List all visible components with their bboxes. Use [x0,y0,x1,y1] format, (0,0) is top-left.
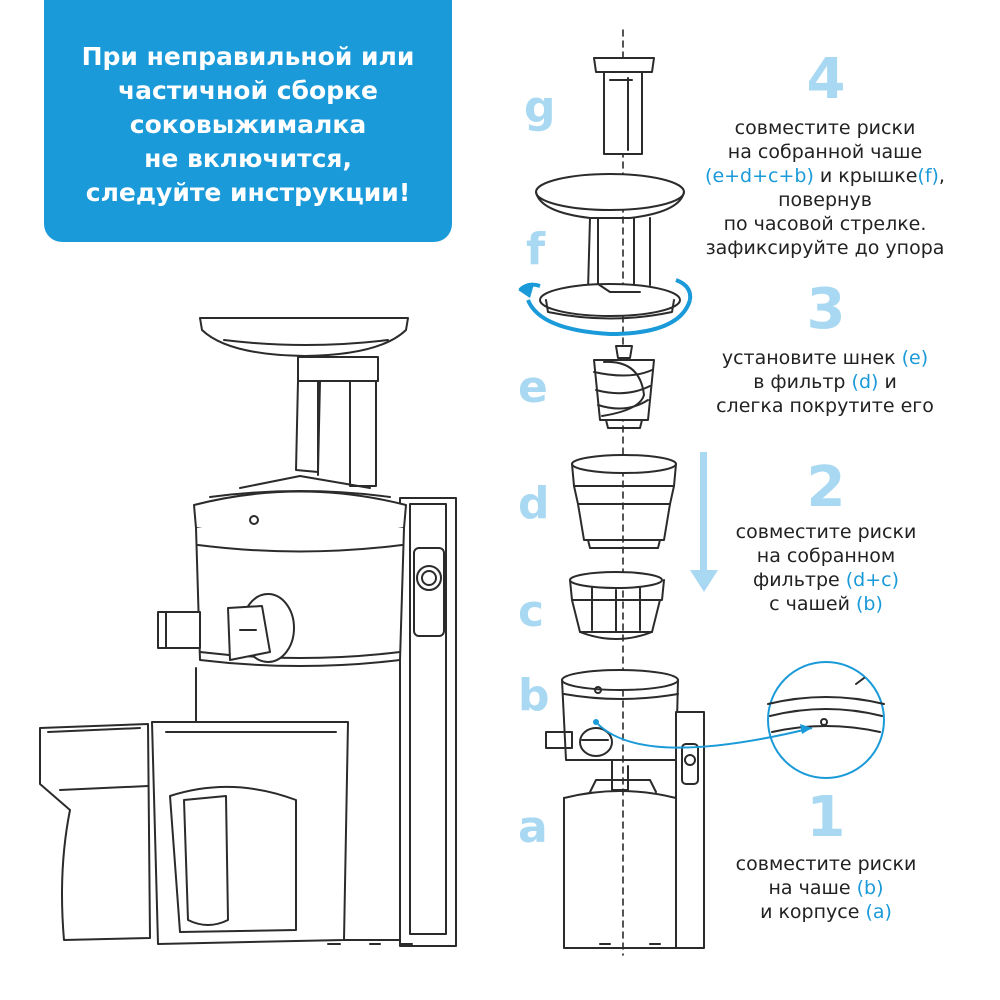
step-1-part-bowl: (b) [856,877,884,899]
detail-magnifier [767,661,885,779]
part-label-f: f [526,224,546,275]
step-2-line-2: на собранном [756,545,896,567]
warning-line-2: частичной сборке [118,76,378,105]
part-b-bowl [545,669,679,791]
warning-line-4: не включится, [144,144,352,173]
part-e-auger [593,345,655,429]
step-3-number: 3 [806,277,846,342]
step-1-on-bowl: на чаше [768,877,857,899]
warning-line-3: соковыжималка [129,110,367,139]
part-g-pusher [593,57,655,155]
warning-banner: При неправильной или частичной сборке со… [44,0,452,242]
warning-line-5: следуйте инструкции! [85,178,411,207]
step-3-line-3: слегка покрутите его [716,395,934,417]
part-label-a: a [518,802,548,853]
step-1-line-1: совместите риски [735,853,917,875]
step-2-number: 2 [806,455,846,520]
step-4-line-4: повернув [778,189,872,211]
step-3-text: установите шнек (e) в фильтр (d) и слегк… [690,346,960,418]
step-1-line-2: на чаше (b) [706,876,946,900]
step-4-line-6: зафиксируйте до упора [705,237,945,259]
part-a-base [563,711,705,949]
warning-text: При неправильной или частичной сборке со… [44,40,452,210]
step-3-into-filter: в фильтр [753,371,852,393]
step-4-number: 4 [806,47,846,112]
assembled-juicer-illustration [39,317,457,947]
part-label-c: c [518,586,545,637]
step-2-line-1: совместите риски [735,521,917,543]
step-2-filter-word: фильтре [752,569,846,591]
step-1-text: совместите риски на чаше (b) и корпусе (… [706,852,946,924]
step-3-line-1: установите шнек (e) [690,346,960,370]
step-1-number: 1 [806,785,846,850]
step-2-line-3: фильтре (d+c) [706,568,946,592]
step-4-and-lid: и крышке [813,165,918,187]
step-3-and: и [878,371,897,393]
step-2-part-filter: (d+c) [845,569,900,591]
exploded-view-illustration [535,29,885,956]
step-1-part-base: (a) [865,901,892,923]
step-3-part-auger: (e) [901,347,929,369]
warning-line-1: При неправильной или [81,42,415,71]
step-4-line-3: (e+d+c+b) и крышке(f), [690,164,960,188]
step-3-part-filter: (d) [851,371,879,393]
part-label-e: e [518,362,548,413]
step-4-comma: , [938,165,945,187]
step-4-line-2: на собранной чаше [727,141,923,163]
step-2-line-4: с чашей (b) [706,592,946,616]
part-d-filter [571,454,677,549]
part-label-d: d [518,478,550,529]
step-2-part-bowl: (b) [855,593,883,615]
step-4-part-lid: (f) [917,165,939,187]
step-4-line-1: совместите риски [734,117,916,139]
step-3-line-2: в фильтр (d) и [690,370,960,394]
step-1-and-base: и корпусе [760,901,866,923]
part-label-b: b [518,670,550,721]
blue-accents [518,278,813,749]
step-4-parts-bowl: (e+d+c+b) [705,165,814,187]
part-label-g: g [524,82,556,133]
step-3-install-auger: установите шнек [721,347,902,369]
step-4-line-5: по часовой стрелке. [723,213,927,235]
step-2-text: совместите риски на собранном фильтре (d… [706,520,946,616]
part-c-brush-holder [569,571,665,640]
step-2-with-bowl: с чашей [769,593,856,615]
step-1-line-3: и корпусе (a) [706,900,946,924]
part-f-lid [535,173,685,320]
step-4-text: совместите риски на собранной чаше (e+d+… [690,116,960,260]
